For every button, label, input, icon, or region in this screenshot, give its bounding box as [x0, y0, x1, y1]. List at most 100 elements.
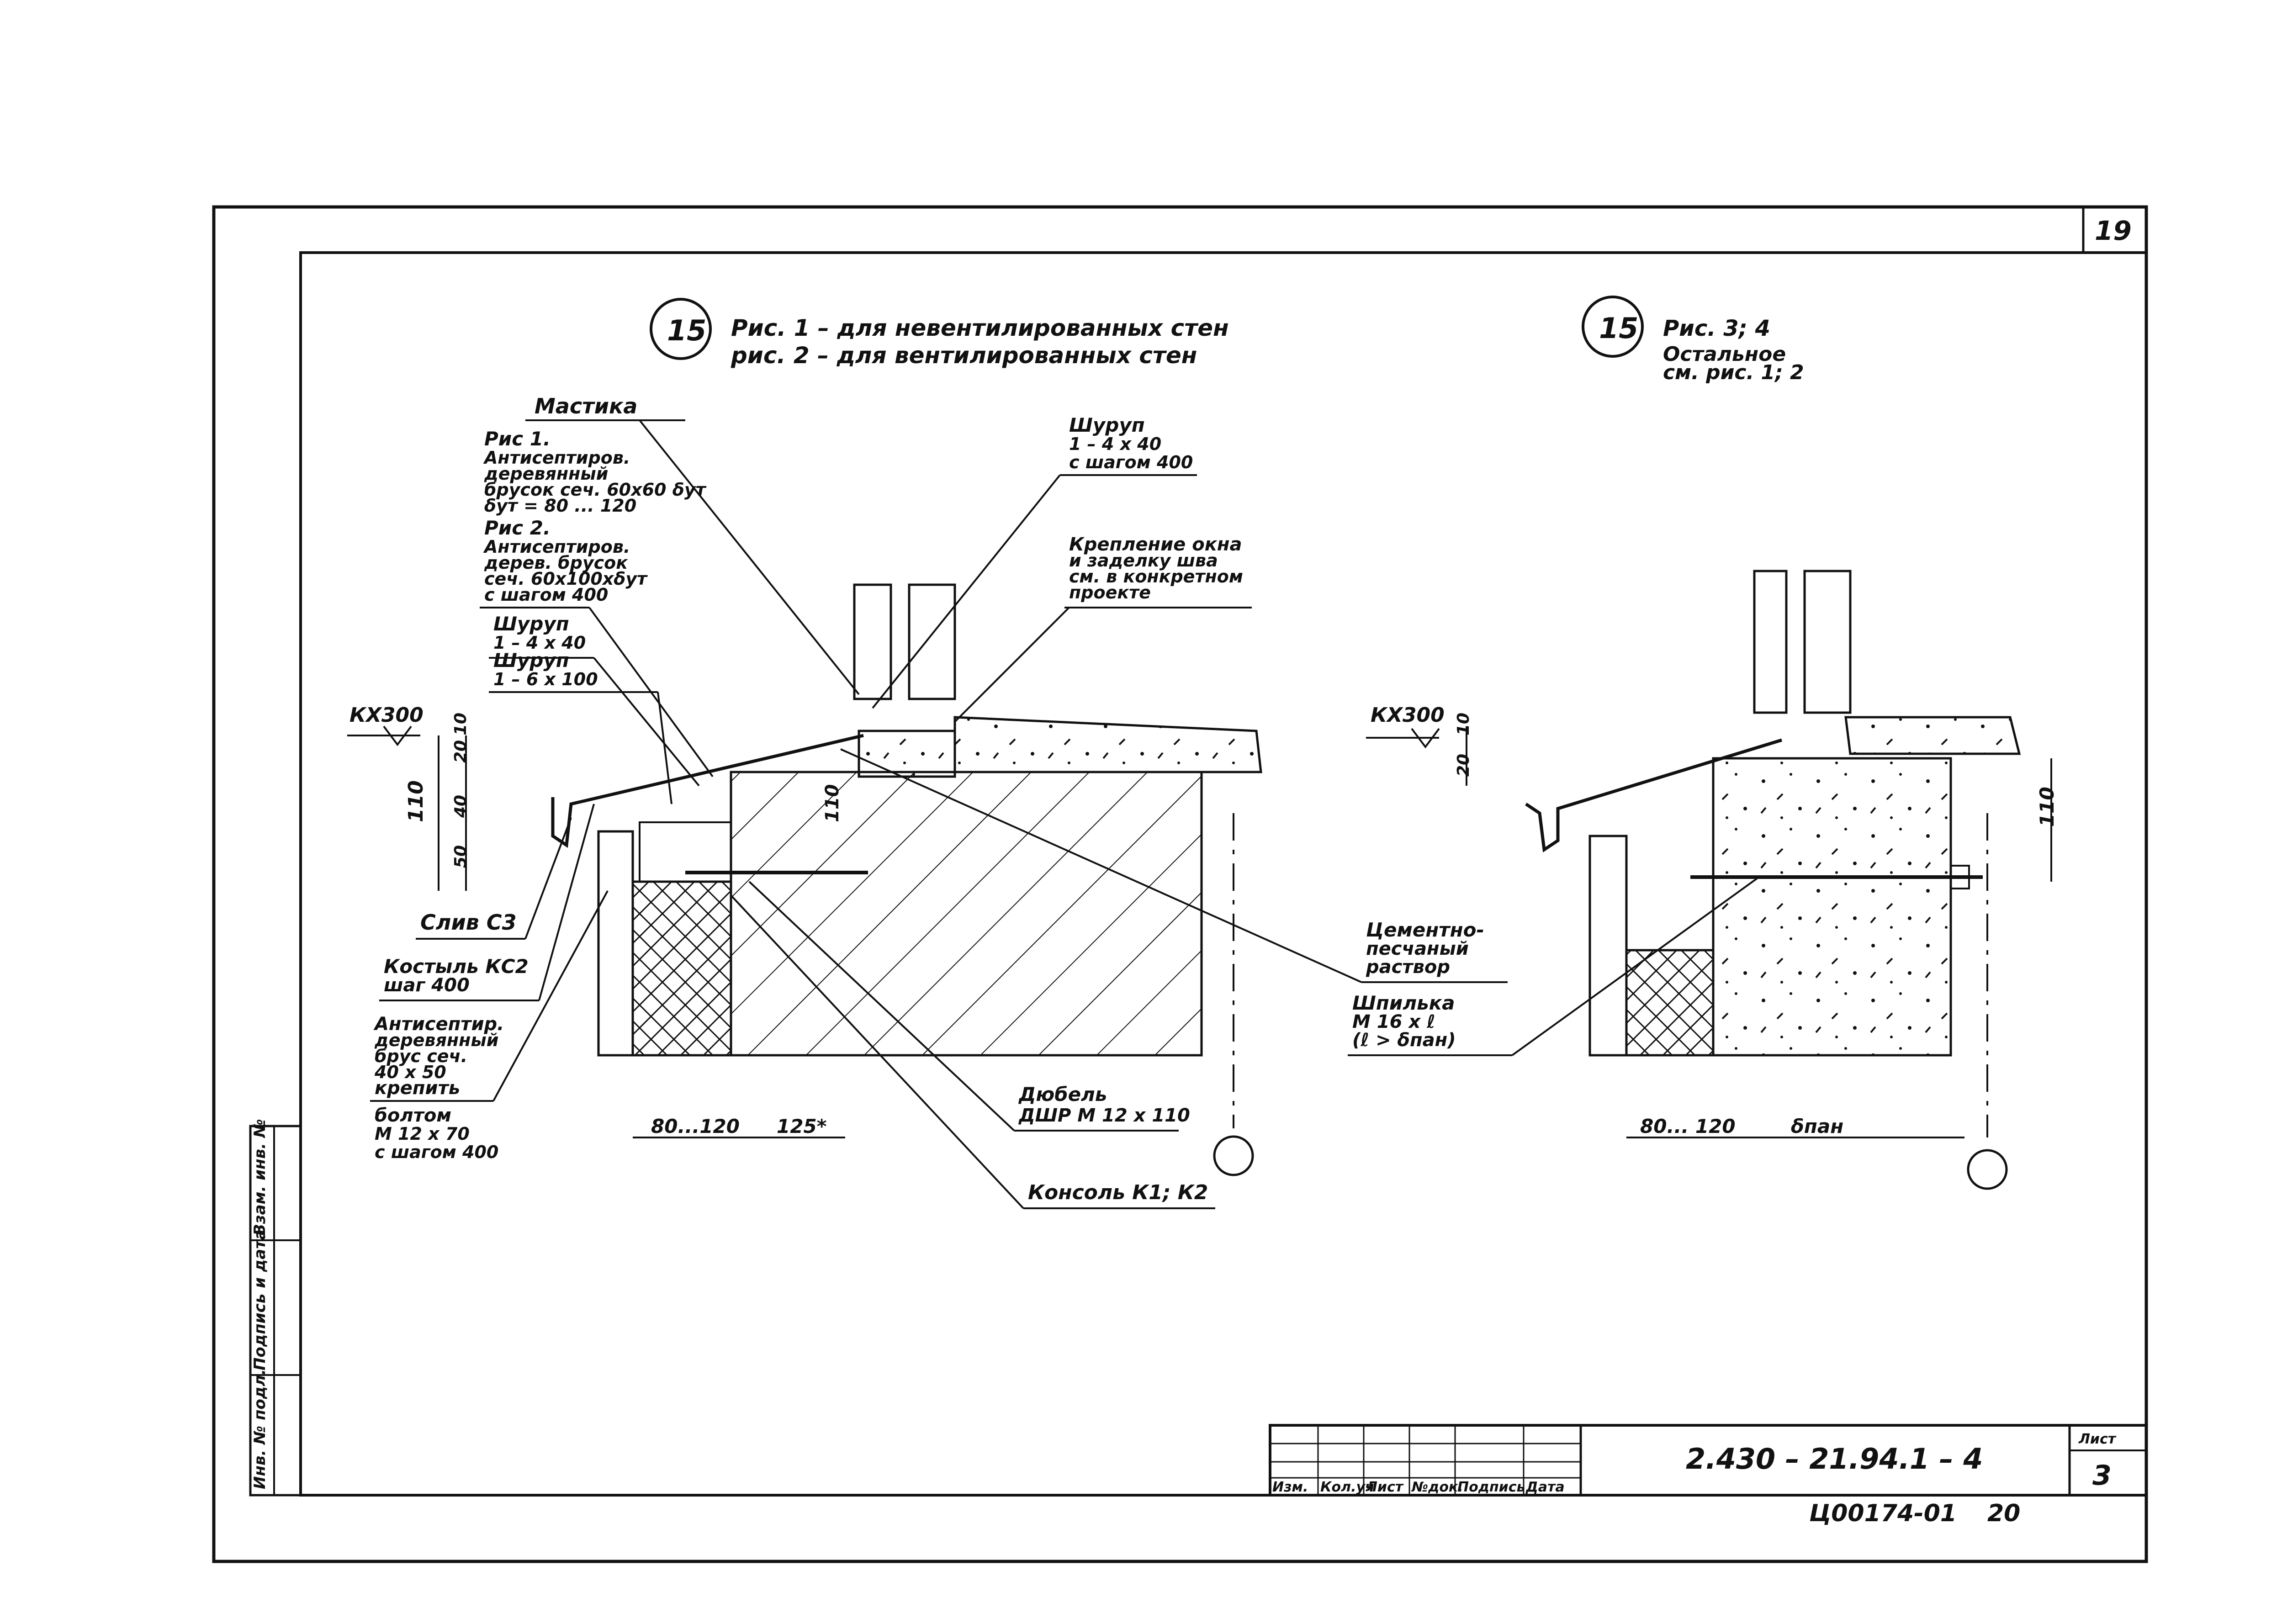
- window-frame-a: [853, 583, 892, 700]
- dim-110-left: 110: [404, 780, 428, 822]
- antisep-l5: крепить: [375, 1078, 460, 1099]
- detail-marker-left: 15: [667, 314, 706, 347]
- insulation: [631, 880, 732, 1057]
- ris2-l4: с шагом 400: [484, 585, 608, 605]
- cement-l3: раствор: [1366, 957, 1450, 978]
- kreplenie-l4: проекте: [1069, 582, 1151, 603]
- shpilka-l3: (ℓ > δпан): [1352, 1030, 1456, 1051]
- bolt-l3: с шагом 400: [375, 1142, 498, 1162]
- tb-header-3: №док.: [1411, 1479, 1463, 1495]
- bolt-l1: болтом: [375, 1105, 451, 1126]
- ris1-l4: δут = 80 ... 120: [484, 496, 636, 516]
- timber-bar-right: [1588, 835, 1628, 1057]
- ris1-title: Рис 1.: [484, 428, 551, 450]
- leader-shpilka-b: [1511, 876, 1760, 1056]
- leader-sliv-b: [524, 817, 572, 939]
- format-code: 20: [1987, 1500, 2020, 1527]
- tb-header-4: Подпись: [1457, 1479, 1525, 1495]
- detail-marker-circle: [650, 298, 712, 360]
- leader-konsol-b: [730, 894, 1024, 1209]
- kostyl-l1: Костыль КС2: [384, 955, 529, 978]
- kreplenie-l1: Крепление окна: [1069, 534, 1242, 555]
- ris2-title: Рис 2.: [484, 517, 551, 539]
- cement-mortar: [858, 730, 956, 778]
- sheet-number: 3: [2092, 1460, 2112, 1492]
- leader-shurup1-b: [872, 474, 1061, 709]
- caption-right-3: см. рис. 1; 2: [1663, 361, 1804, 384]
- right-detail: 15 Рис. 3; 4 Остальное см. рис. 1; 2 КХ3…: [1348, 296, 2058, 1190]
- leader-kreplenie-b: [954, 607, 1070, 723]
- antisep-l2: деревянный: [374, 1030, 498, 1050]
- leader-mastika-2: [639, 419, 860, 695]
- dim-width-1: 80...120: [651, 1115, 740, 1137]
- dim-110-right: 110: [2036, 787, 2058, 827]
- dyubel-l1: Дюбель: [1018, 1083, 1107, 1106]
- doc-code: 2.430 – 21.94.1 – 4: [1686, 1442, 1983, 1476]
- dim-width-right-2: δпан: [1791, 1115, 1843, 1137]
- archive-code: Ц00174-01: [1809, 1500, 1957, 1527]
- dim-width-2: 125*: [777, 1115, 827, 1137]
- timber-bar: [597, 830, 634, 1057]
- ris1-l3: брусок сеч. 60х60 δут: [484, 480, 707, 500]
- window-sill-right: [1844, 716, 2021, 755]
- label-sliv: Слив С3: [420, 910, 517, 935]
- window-frame-b: [908, 583, 956, 700]
- shpilka-l1: Шпилька: [1352, 992, 1455, 1014]
- tb-header-5: Дата: [1525, 1479, 1565, 1495]
- bracket-console: [639, 821, 732, 883]
- nut: [1950, 865, 1970, 889]
- shurup1-l1: Шуруп: [1069, 414, 1145, 436]
- wall-panel-hatched: [730, 771, 1203, 1057]
- ris2-l1: Антисептиров.: [483, 537, 630, 557]
- axis-marker-right: [1967, 1149, 2008, 1190]
- axis-marker: [1213, 1135, 1254, 1176]
- caption-right-2: Остальное: [1663, 343, 1786, 366]
- side-stamp-frame: [249, 1125, 302, 1497]
- level-arrow-right: [1411, 728, 1440, 749]
- cement-l1: Цементно-: [1366, 919, 1484, 941]
- shurup2-l1: Шуруп: [493, 613, 569, 635]
- bolt-l2: М 12 х 70: [375, 1124, 470, 1144]
- shurup3-l2: 1 – 6 х 100: [493, 669, 598, 689]
- shurup1-l3: с шагом 400: [1069, 452, 1193, 472]
- label-konsol: Консоль К1; К2: [1028, 1181, 1208, 1204]
- leader-antisep-b: [492, 890, 609, 1101]
- dyubel-l2: ДШР М 12 х 110: [1018, 1105, 1190, 1126]
- caption-right-1: Рис. 3; 4: [1663, 316, 1770, 341]
- drip-sill-right: [1525, 738, 1783, 853]
- kreplenie-l3: см. в конкретном: [1069, 566, 1243, 587]
- cement-l2: песчаный: [1366, 938, 1469, 959]
- dim-10: 10: [451, 713, 470, 735]
- kostyl-l2: шаг 400: [384, 975, 470, 996]
- inner-frame: [299, 251, 2148, 1497]
- leader-shurup3-b: [657, 692, 672, 804]
- side-stamp: Инв. № подл. Подпись и дата Взам. инв. №: [249, 1119, 302, 1497]
- window-sill: [953, 716, 1262, 773]
- page-number: 19: [2095, 215, 2132, 246]
- caption-left-1: Рис. 1 – для невентилированных стен: [731, 315, 1229, 341]
- insulation-right: [1625, 949, 1715, 1057]
- level-arrow: [383, 725, 412, 746]
- antisep-l1: Антисептир.: [373, 1014, 504, 1035]
- ris2-l2: дерев. брусок: [484, 553, 628, 573]
- sheet-label: Лист: [2078, 1431, 2117, 1447]
- side-stamp-col1: Инв. № подл.: [251, 1369, 269, 1489]
- kreplenie-l2: и заделку шва: [1069, 550, 1218, 571]
- detail-marker-circle-right: [1582, 296, 1644, 358]
- left-detail: 15 Рис. 1 – для невентилированных стен р…: [347, 298, 1508, 1209]
- level-mark-right: КХ300: [1371, 704, 1445, 727]
- side-stamp-col2: Подпись и дата: [251, 1229, 269, 1370]
- wall-panel-concrete: [1712, 757, 1952, 1057]
- leader-dyubel-b: [748, 881, 1015, 1132]
- level-mark-left: КХ300: [349, 704, 424, 727]
- antisep-l3: брус сеч.: [375, 1046, 467, 1066]
- leader-shurup2-b: [593, 657, 700, 787]
- tb-header-0: Изм.: [1272, 1479, 1308, 1495]
- title-block-frame: [1269, 1424, 2148, 1497]
- shpilka-l2: М 16 х ℓ: [1352, 1011, 1435, 1032]
- title-block: Изм. Кол.уч Лист №док. Подпись Дата 2.43…: [1269, 1424, 2148, 1527]
- detail-marker-right: 15: [1599, 312, 1638, 345]
- dim-10-right: 10: [1454, 713, 1473, 735]
